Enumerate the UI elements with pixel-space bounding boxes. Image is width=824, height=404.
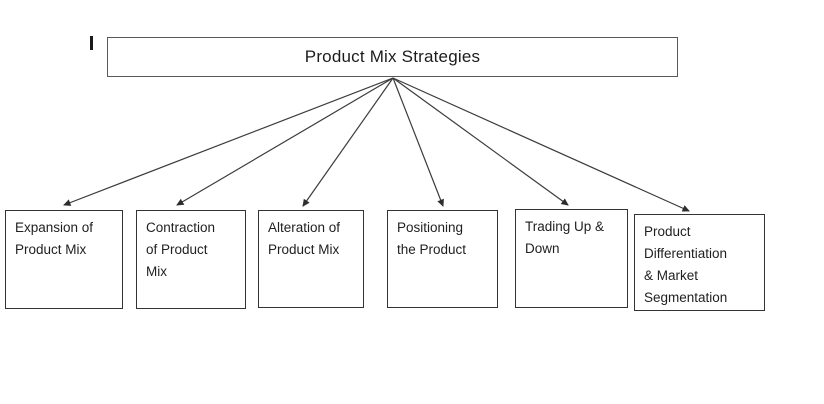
arrow-to-contraction [176,77,394,206]
strategy-label-contraction: Contraction of Product Mix [146,220,216,279]
strategy-label-trading: Trading Up & Down [525,219,605,256]
strategy-label-alteration: Alteration of Product Mix [268,220,341,257]
arrow-to-trading [392,77,569,206]
strategy-box-positioning: Positioning the Product [387,210,498,308]
strategy-label-expansion: Expansion of Product Mix [15,220,94,257]
text-cursor-mark [90,36,93,50]
arrow-to-alteration [302,77,394,207]
strategy-box-trading: Trading Up & Down [515,209,628,308]
strategy-box-alteration: Alteration of Product Mix [258,210,364,308]
diagram-title: Product Mix Strategies [304,47,481,66]
strategy-label-differentiation: Product Differentiation & Market Segment… [644,224,728,305]
arrow-to-positioning [392,77,444,207]
strategy-box-contraction: Contraction of Product Mix [136,210,246,309]
title-box: Product Mix Strategies [107,37,678,77]
strategy-box-expansion: Expansion of Product Mix [5,210,123,309]
arrow-to-expansion [63,77,394,206]
arrow-to-differentiation [392,77,690,212]
strategy-box-differentiation: Product Differentiation & Market Segment… [634,214,765,311]
strategy-label-positioning: Positioning the Product [397,220,467,257]
